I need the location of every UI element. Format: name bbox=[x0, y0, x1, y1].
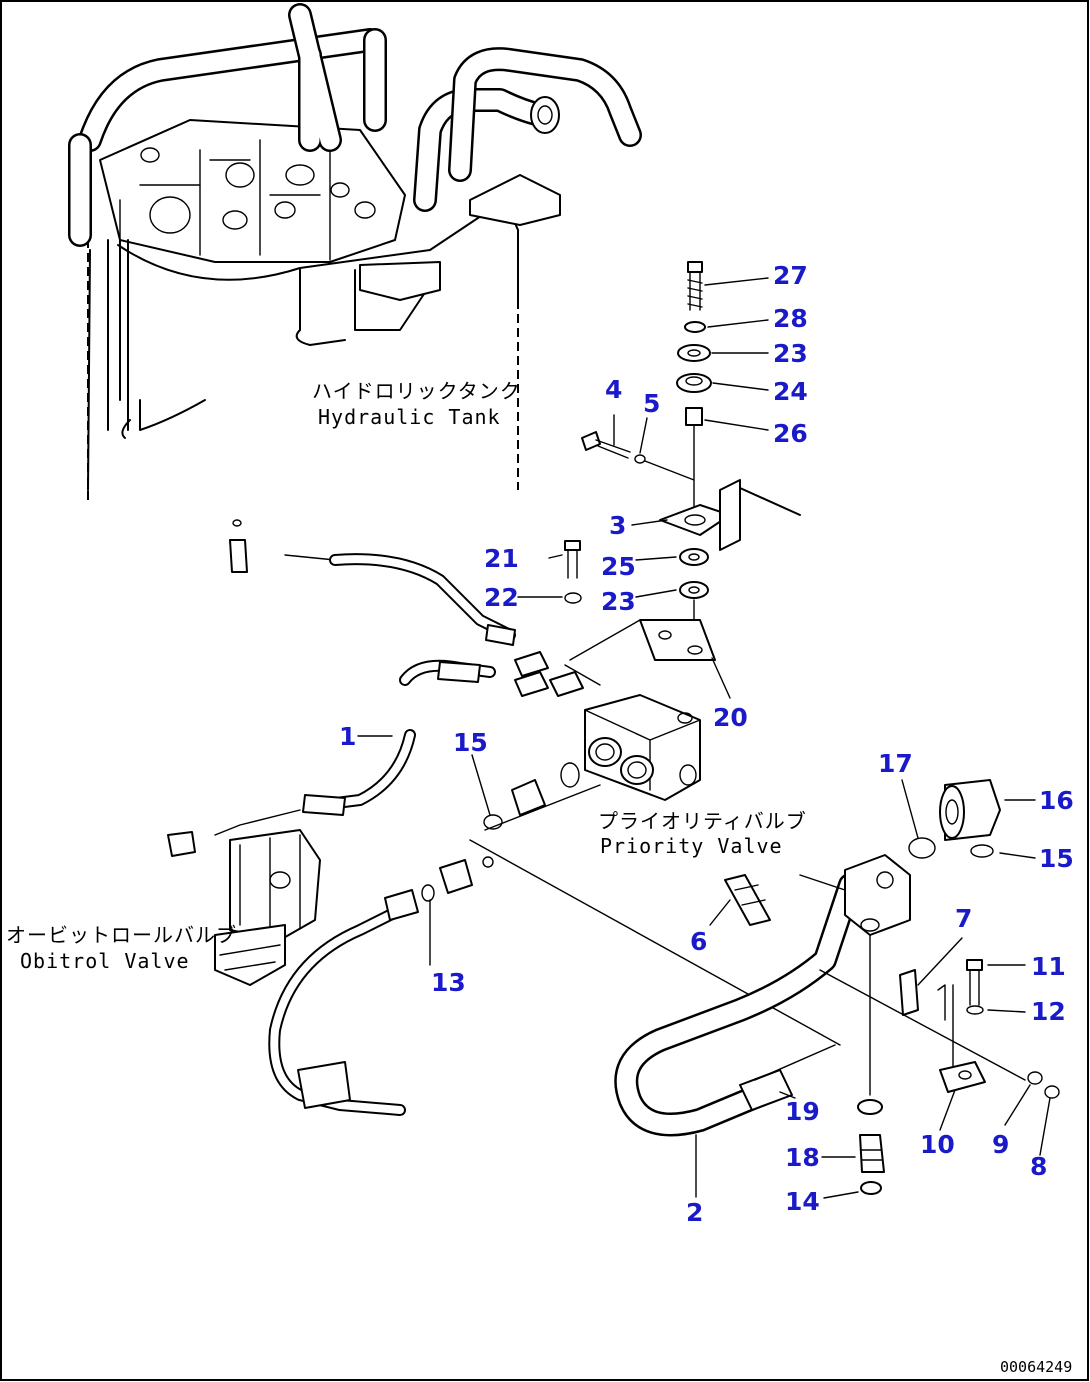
priority-valve-label-jp: プライオリティバルブ bbox=[598, 809, 807, 833]
callout-25: 25 bbox=[601, 552, 636, 581]
callout-5: 5 bbox=[643, 389, 660, 418]
obitrol-valve bbox=[214, 829, 321, 986]
leader-lines bbox=[357, 277, 1051, 1199]
callouts: 27 28 23 24 26 4 5 3 21 25 22 23 20 1 15… bbox=[339, 261, 1074, 1227]
callout-20: 20 bbox=[713, 703, 748, 732]
priority-valve-label-en: Priority Valve bbox=[600, 834, 783, 858]
callout-21: 21 bbox=[484, 544, 519, 573]
callout-8: 8 bbox=[1030, 1152, 1047, 1181]
callout-26: 26 bbox=[773, 419, 808, 448]
callout-7: 7 bbox=[955, 904, 972, 933]
hose-13 bbox=[268, 856, 494, 1116]
clamp-assembly bbox=[819, 959, 1060, 1099]
callout-4: 4 bbox=[605, 375, 622, 404]
callout-6: 6 bbox=[690, 927, 707, 956]
callout-19: 19 bbox=[785, 1097, 820, 1126]
callout-27: 27 bbox=[773, 261, 808, 290]
callout-15a: 15 bbox=[453, 728, 488, 757]
callout-9: 9 bbox=[992, 1130, 1009, 1159]
connector-16 bbox=[908, 779, 1001, 859]
callout-18: 18 bbox=[785, 1143, 820, 1172]
callout-3: 3 bbox=[609, 511, 626, 540]
obitrol-valve-label-jp: オービットロールバルブ bbox=[6, 923, 237, 947]
pipe-2 bbox=[614, 854, 911, 1195]
connector-6 bbox=[724, 874, 771, 926]
callout-22: 22 bbox=[484, 583, 519, 612]
hydraulic-tank-label-jp: ハイドロリックタンク bbox=[312, 379, 521, 403]
callout-24: 24 bbox=[773, 377, 808, 406]
callout-11: 11 bbox=[1031, 952, 1066, 981]
callout-14: 14 bbox=[785, 1187, 820, 1216]
hose-1 bbox=[167, 519, 516, 857]
callout-16: 16 bbox=[1039, 786, 1074, 815]
callout-1: 1 bbox=[339, 722, 356, 751]
callout-2: 2 bbox=[686, 1198, 703, 1227]
callout-23b: 23 bbox=[601, 587, 636, 616]
hydraulic-tank-label-en: Hydraulic Tank bbox=[318, 405, 501, 429]
priority-valve bbox=[514, 651, 701, 801]
callout-17: 17 bbox=[878, 749, 913, 778]
callout-13: 13 bbox=[431, 968, 466, 997]
hydraulic-tank bbox=[68, 3, 642, 500]
bolt-stack bbox=[564, 261, 801, 661]
valve-fittings bbox=[469, 762, 841, 1046]
callout-12: 12 bbox=[1031, 997, 1066, 1026]
obitrol-valve-label-en: Obitrol Valve bbox=[20, 949, 190, 973]
callout-23a: 23 bbox=[773, 339, 808, 368]
callout-15b: 15 bbox=[1039, 844, 1074, 873]
callout-28: 28 bbox=[773, 304, 808, 333]
drawing-code: 00064249 bbox=[1000, 1358, 1072, 1376]
callout-10: 10 bbox=[920, 1130, 955, 1159]
